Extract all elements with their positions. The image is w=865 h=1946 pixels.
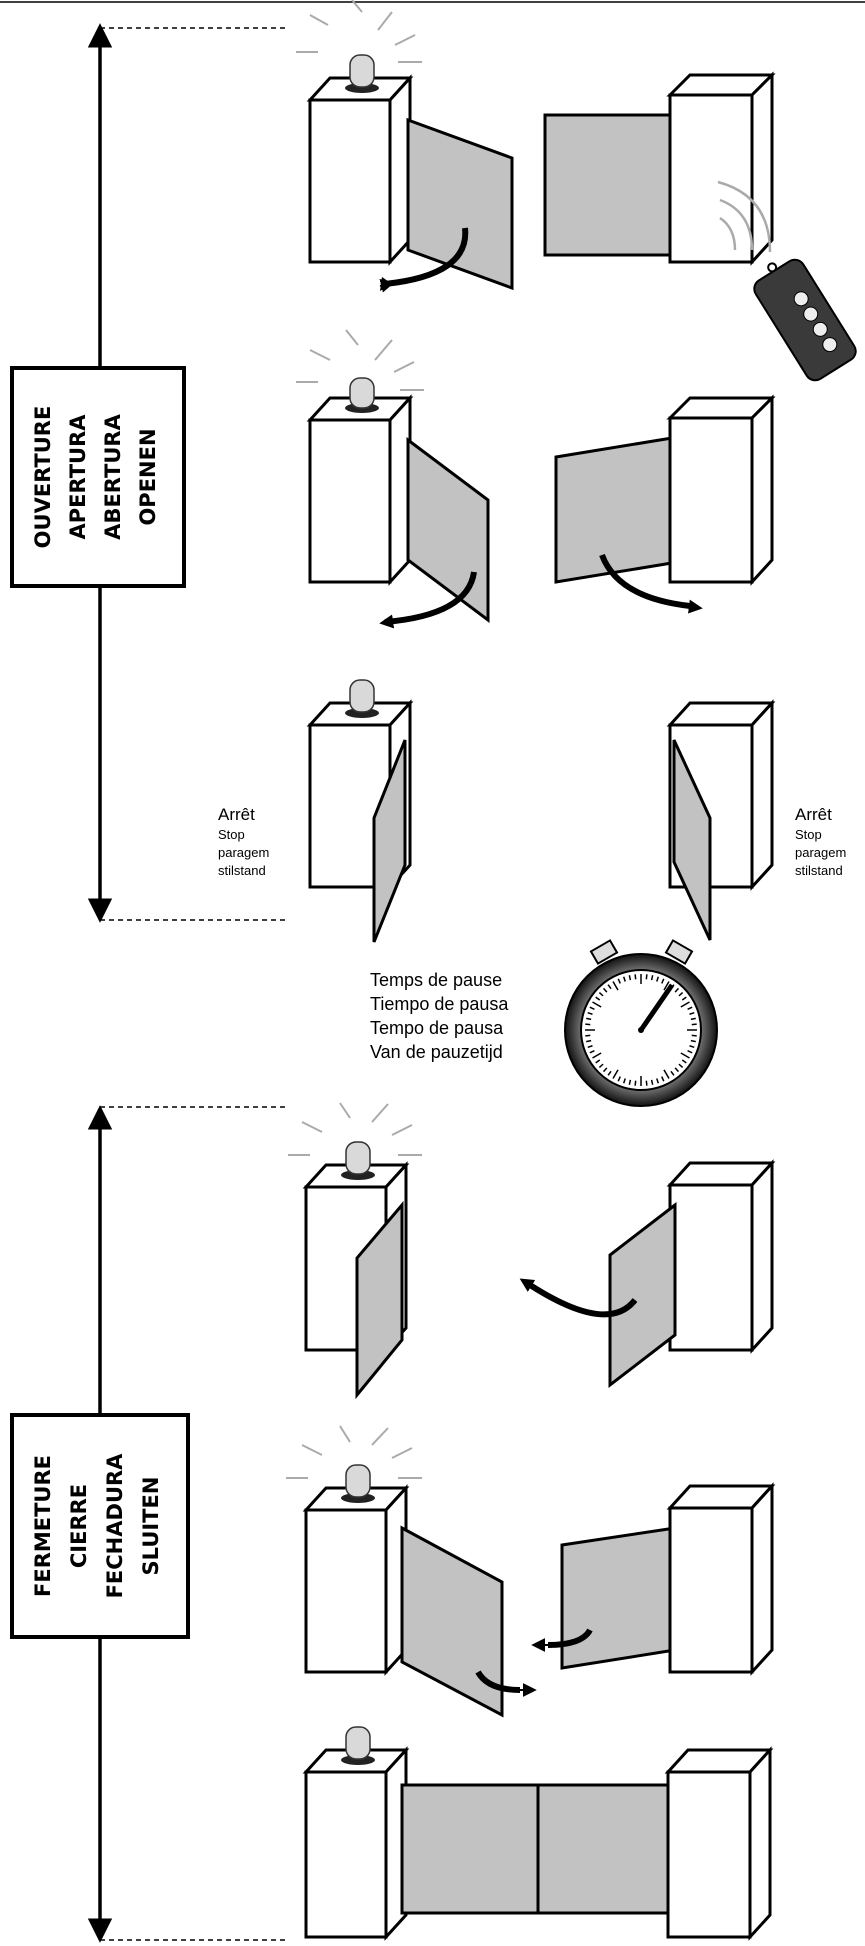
- warning-light-icon: [296, 0, 422, 63]
- stopwatch-tick: [587, 1045, 593, 1049]
- stopwatch-tick: [602, 987, 608, 993]
- closing-step-1: [288, 1102, 776, 1400]
- closing-phase: FERMETURE CIERRE FECHADURA SLUITEN: [10, 1105, 285, 1943]
- stopwatch-tick: [586, 1039, 592, 1043]
- stopwatch-tick: [661, 1076, 665, 1082]
- opening-phase: OUVERTURE APERTURA ABERTURA OPENEN: [10, 23, 285, 923]
- stopwatch-tick: [598, 1063, 604, 1069]
- stop-line-left-1: Stop: [218, 827, 245, 842]
- stopwatch-tick: [674, 1067, 680, 1073]
- stop-title-right: Arrêt: [795, 805, 832, 824]
- stopwatch-tick: [622, 1078, 626, 1084]
- pause-section: Temps de pause Tiempo de pausa Tempo de …: [370, 939, 718, 1107]
- stopwatch-tick: [628, 1079, 632, 1085]
- stopwatch-tick: [622, 976, 626, 982]
- stopwatch-tick: [663, 981, 670, 991]
- stopwatch-tick: [612, 1069, 619, 1079]
- stopwatch-tick: [661, 978, 665, 984]
- stopwatch-tick: [589, 1050, 595, 1054]
- stopwatch-tick: [691, 1034, 697, 1037]
- stopwatch-tick: [592, 1001, 602, 1008]
- opening-label-fr: OUVERTURE: [31, 406, 55, 549]
- stop-line-left-3: stilstand: [218, 863, 266, 878]
- stopwatch-tick: [687, 1050, 693, 1054]
- stopwatch-icon: [564, 939, 718, 1107]
- stop-line-right-3: stilstand: [795, 863, 843, 878]
- closing-step-3: [302, 1726, 774, 1941]
- stopwatch-tick: [592, 1052, 602, 1059]
- stopwatch-tick: [634, 974, 637, 980]
- pause-line-pt: Tempo de pausa: [370, 1018, 504, 1038]
- stopwatch-tick: [674, 987, 680, 993]
- stopwatch-tick: [607, 984, 612, 990]
- closing-label-fr: FERMETURE: [31, 1455, 55, 1597]
- remote-signal-icon: [717, 180, 772, 253]
- stopwatch-tick: [585, 1023, 591, 1026]
- stopwatch-tick: [634, 1080, 637, 1086]
- opening-label-nl: OPENEN: [136, 428, 160, 525]
- stopwatch-tick: [585, 1034, 591, 1037]
- stopwatch-tick: [680, 1052, 690, 1059]
- stopwatch-tick: [689, 1045, 695, 1049]
- stop-title-left: Arrêt: [218, 805, 255, 824]
- stopwatch-tick: [690, 1039, 696, 1043]
- warning-light-icon: [288, 1102, 422, 1156]
- closing-step-2: [286, 1425, 776, 1718]
- stopwatch-tick: [595, 996, 601, 1001]
- closing-label-box: [10, 1413, 190, 1639]
- stopwatch-tick: [670, 1070, 675, 1076]
- opening-step-1: [296, 0, 857, 382]
- stopwatch-tick: [645, 1080, 648, 1086]
- stopwatch-tick: [687, 1006, 693, 1010]
- stop-line-left-2: paragem: [218, 845, 269, 860]
- opening-step-3: Arrêt Stop paragem stilstand Arrêt Stop …: [218, 679, 846, 943]
- stopwatch-tick: [586, 1017, 592, 1021]
- stopwatch-tick: [678, 1063, 684, 1069]
- stopwatch-tick: [628, 975, 632, 981]
- stopwatch-tick: [656, 1078, 660, 1084]
- pause-line-nl: Van de pauzetijd: [370, 1042, 503, 1062]
- closing-label-es: CIERRE: [67, 1484, 91, 1568]
- closing-label-nl: SLUITEN: [139, 1477, 163, 1576]
- stopwatch-tick: [645, 974, 648, 980]
- opening-label-pt: ABERTURA: [101, 413, 125, 539]
- stopwatch-tick: [598, 991, 604, 997]
- opening-label-box: [10, 366, 186, 588]
- opening-label-es: APERTURA: [66, 414, 90, 540]
- warning-light-icon: [296, 329, 424, 391]
- closing-label-pt: FECHADURA: [103, 1453, 127, 1599]
- stopwatch-tick: [690, 1017, 696, 1021]
- stopwatch-tick: [681, 996, 687, 1001]
- stopwatch-tick: [689, 1011, 695, 1015]
- stopwatch-tick: [602, 1067, 608, 1073]
- stopwatch-tick: [617, 978, 621, 984]
- stopwatch-tick: [595, 1059, 601, 1064]
- opening-step-2: [296, 329, 776, 629]
- stop-line-right-2: paragem: [795, 845, 846, 860]
- stopwatch-tick: [607, 1070, 612, 1076]
- stop-line-right-1: Stop: [795, 827, 822, 842]
- stopwatch-tick: [617, 1076, 621, 1082]
- pause-line-fr: Temps de pause: [370, 970, 502, 990]
- remote-control-icon: [753, 258, 857, 382]
- stopwatch-tick: [681, 1059, 687, 1064]
- stopwatch-tick: [678, 991, 684, 997]
- warning-light-icon: [286, 1425, 422, 1479]
- stopwatch-tick: [612, 981, 619, 991]
- stopwatch-tick: [650, 975, 654, 981]
- stopwatch-tick: [650, 1079, 654, 1085]
- stopwatch-tick: [691, 1023, 697, 1026]
- stopwatch-tick: [587, 1011, 593, 1015]
- stopwatch-tick: [680, 1001, 690, 1008]
- stopwatch-tick: [663, 1069, 670, 1079]
- stopwatch-tick: [589, 1006, 595, 1010]
- stopwatch-tick: [656, 976, 660, 982]
- pause-line-es: Tiempo de pausa: [370, 994, 509, 1014]
